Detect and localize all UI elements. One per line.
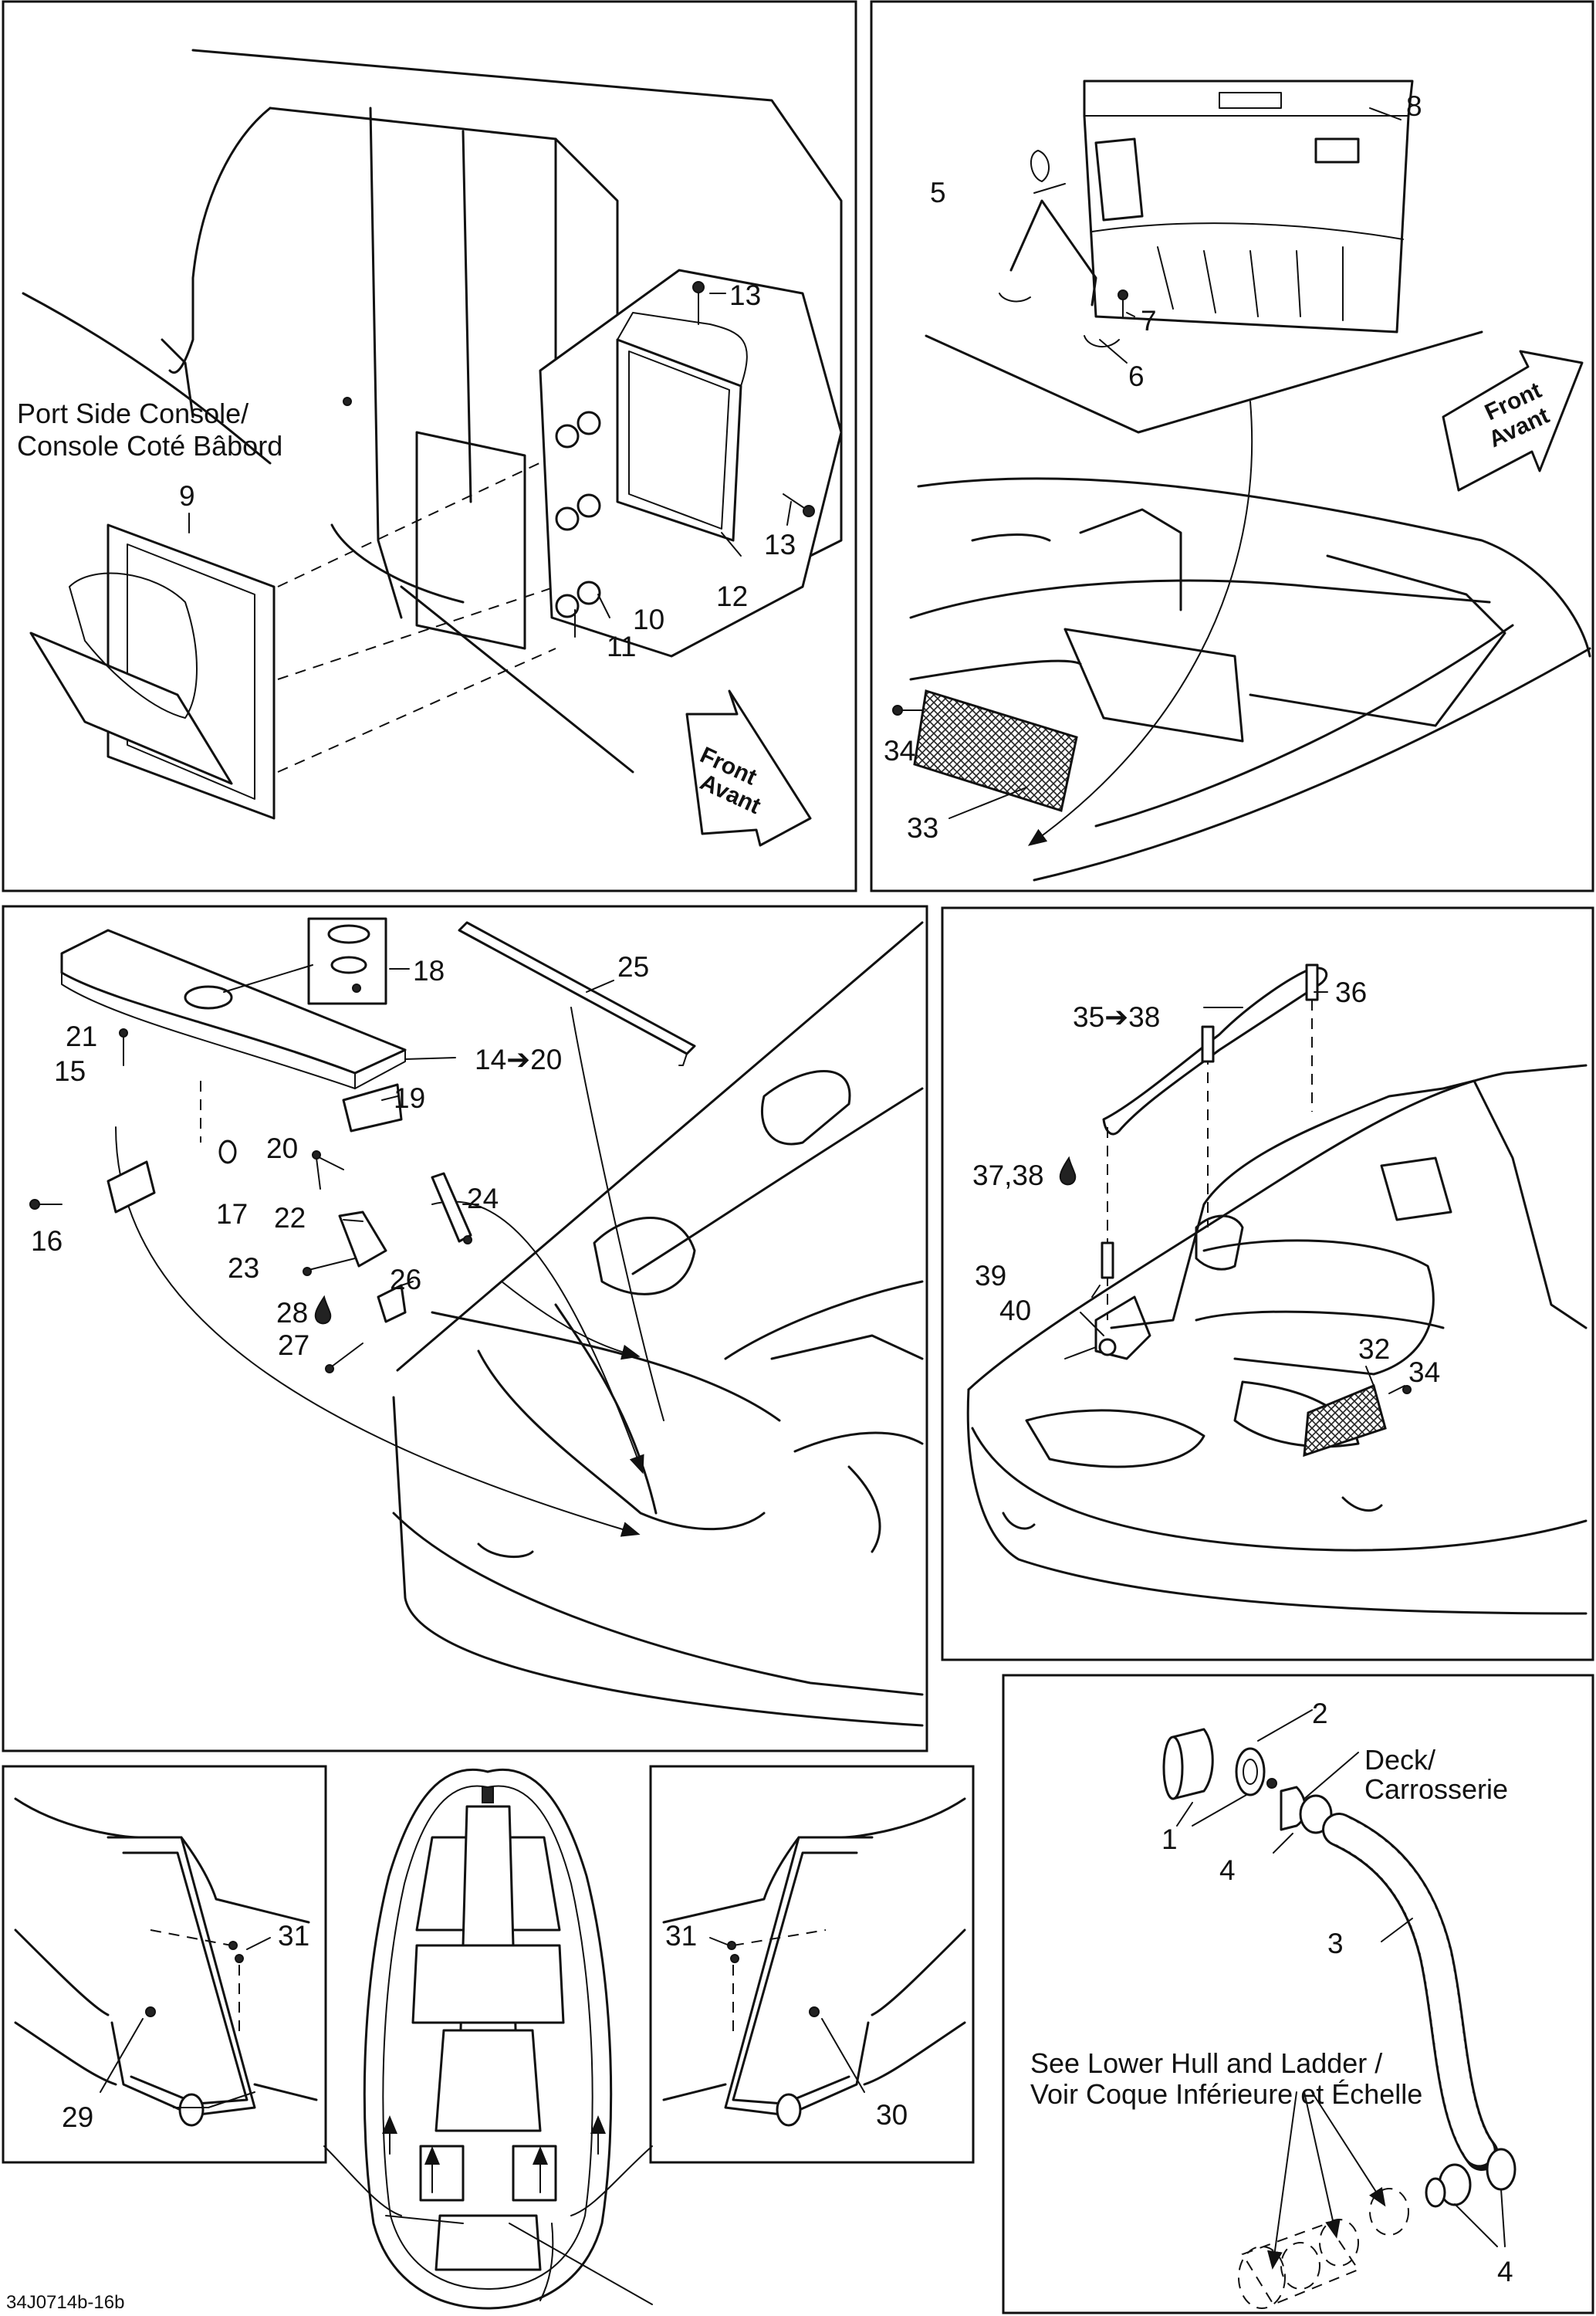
callout-21: 21	[66, 1021, 97, 1052]
callout-33: 33	[907, 812, 938, 844]
glove-box-frame	[29, 523, 276, 820]
front-arrow-icon	[685, 689, 812, 847]
callout-35-38: 35➔38	[1073, 1001, 1160, 1033]
callout-23: 23	[228, 1252, 259, 1284]
callout-17: 17	[216, 1198, 248, 1230]
callout-32: 32	[1358, 1333, 1390, 1365]
callout-8: 8	[1406, 90, 1422, 122]
see-lower-label: See Lower Hull and Ladder /	[1030, 2047, 1382, 2079]
port-console-label-fr: Console Coté Bâbord	[17, 430, 282, 462]
callout-4b: 4	[1497, 2256, 1513, 2287]
callout-37-38: 37,38	[972, 1160, 1044, 1191]
drop-icon-2	[1059, 1156, 1077, 1186]
callout-1: 1	[1161, 1823, 1178, 1855]
callout-13: 13	[729, 279, 761, 311]
panel-seat-hinge: 14➔20 15 16 17 18 19 20 21 22 23 24 25 2…	[2, 905, 928, 1752]
callout-34b: 34	[1408, 1356, 1440, 1388]
callout-36: 36	[1335, 977, 1367, 1008]
callout-20: 20	[266, 1133, 298, 1164]
callout-3: 3	[1327, 1928, 1344, 1959]
callout-28: 28	[276, 1297, 308, 1329]
callout-10: 10	[633, 604, 664, 635]
callout-14-20: 14➔20	[475, 1044, 562, 1075]
deck-label: Deck/	[1364, 1744, 1435, 1776]
callout-22: 22	[274, 1202, 306, 1234]
cooler	[1083, 80, 1414, 334]
console-back-plate	[539, 269, 843, 658]
callout-18: 18	[413, 955, 445, 987]
panel-top-view: 29 31 30 31	[2, 1765, 975, 2310]
grab-handle	[1102, 967, 1328, 1136]
callout-34: 34	[884, 735, 915, 767]
callout-4: 4	[1219, 1854, 1236, 1886]
callout-11: 11	[607, 631, 636, 662]
storage-net-2	[1303, 1383, 1387, 1458]
callout-29: 29	[62, 2101, 93, 2133]
callout-31: 31	[278, 1920, 309, 1952]
callout-5: 5	[930, 177, 946, 208]
panel-port-console: Front Avant Port Side Console/ Console C…	[2, 0, 857, 892]
see-lower-label-fr: Voir Coque Inférieure et Échelle	[1030, 2078, 1422, 2110]
callout-9: 9	[179, 480, 195, 512]
callout-12: 12	[716, 581, 748, 612]
deck-label-fr: Carrosserie	[1364, 1773, 1508, 1805]
callout-39: 39	[975, 1260, 1006, 1292]
panel-drain-hose: Deck/ Carrosserie See Lower Hull and Lad…	[1002, 1674, 1594, 2314]
callout-13b: 13	[764, 529, 796, 560]
callout-19: 19	[394, 1082, 425, 1114]
front-arrow-icon-2	[1442, 350, 1584, 492]
callout-40: 40	[999, 1295, 1031, 1326]
panel-rear-storage: 35➔38 36 37,38 39 40 32 34	[941, 906, 1594, 1661]
callout-15: 15	[54, 1055, 86, 1087]
port-console-label: Port Side Console/	[17, 398, 249, 429]
callout-6: 6	[1128, 361, 1145, 392]
storage-net	[913, 689, 1078, 812]
storage-cover	[60, 929, 407, 1089]
lower-hull-fittings	[1238, 2188, 1409, 2309]
callout-26: 26	[390, 1264, 421, 1295]
diagram-code: 34J0714b-16b	[6, 2292, 124, 2313]
callout-30: 30	[876, 2099, 908, 2131]
callout-31b: 31	[665, 1920, 697, 1952]
callout-27: 27	[278, 1329, 309, 1361]
drop-icon	[314, 1295, 332, 1325]
callout-7: 7	[1141, 305, 1157, 337]
callout-2: 2	[1312, 1698, 1328, 1729]
callout-24: 24	[467, 1183, 499, 1214]
callout-16: 16	[31, 1225, 63, 1257]
boat-top-view	[363, 1768, 613, 2310]
panel-cooler: Front Avant 5 6 7 8 33 34	[870, 0, 1594, 892]
callout-25: 25	[617, 951, 649, 983]
